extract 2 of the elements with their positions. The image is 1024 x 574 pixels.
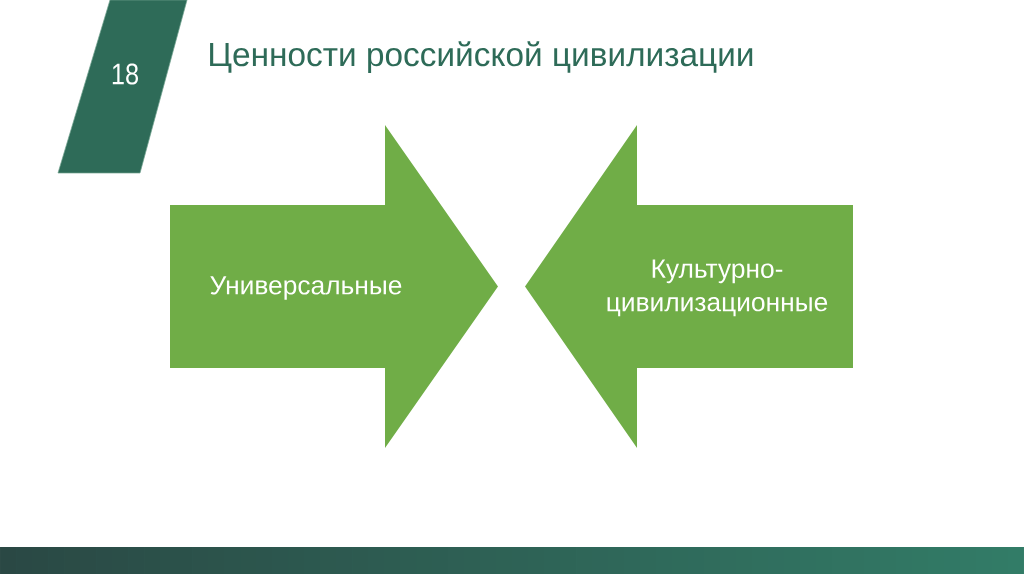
page-number: 18: [57, 0, 188, 174]
title: Ценности российской цивилизации: [210, 41, 753, 73]
